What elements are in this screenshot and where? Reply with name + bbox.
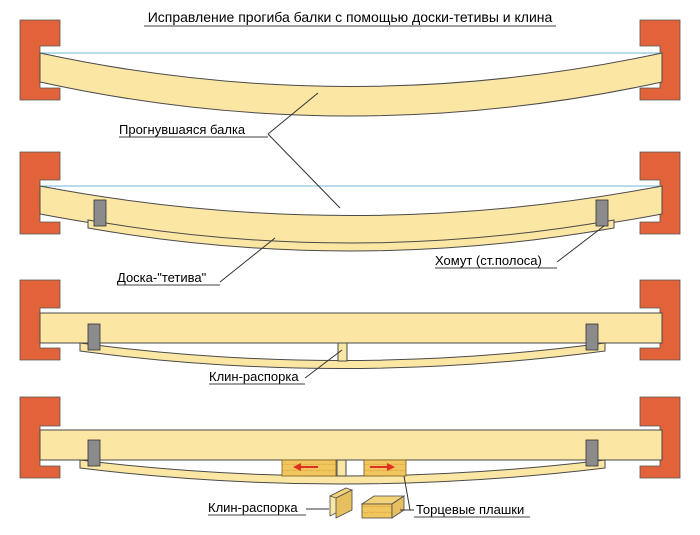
bent-beam <box>39 52 663 117</box>
clamp-right <box>595 199 609 227</box>
wedge-spacer <box>336 459 347 477</box>
label-string-board: Доска-"тетива" <box>117 270 207 285</box>
panel-2-string-board <box>19 151 681 252</box>
panel-1-bent-beam <box>19 19 681 117</box>
clamp-right <box>585 439 599 467</box>
leader-lines <box>219 92 605 511</box>
arrow-left-icon <box>293 463 318 471</box>
panel-4-end-plates <box>19 396 681 485</box>
diagram-title: Исправление прогиба балки с помощью доск… <box>148 9 553 25</box>
string-board <box>87 219 615 252</box>
string-board <box>79 459 606 485</box>
clamp-left <box>93 199 107 227</box>
clamp-right <box>585 323 599 351</box>
straightened-beam <box>39 429 663 461</box>
label-wedge-spacer: Клин-распорка <box>209 369 299 384</box>
straightened-beam <box>39 312 663 344</box>
label-end-plates: Торцевые плашки <box>416 502 524 517</box>
wedge-spacer <box>337 342 348 362</box>
panel-3-wedge-spacer <box>19 279 681 369</box>
string-board <box>79 342 606 369</box>
clamp-left <box>87 323 101 351</box>
loose-wedge-spacer <box>328 487 354 519</box>
arrow-right-icon <box>370 463 395 471</box>
label-wedge-spacer-loose: Клин-распорка <box>208 500 298 515</box>
loose-end-plate <box>360 495 406 519</box>
label-clamp: Хомут (ст.полоса) <box>435 253 542 268</box>
label-bent-beam: Прогнувшаяся балка <box>119 122 246 137</box>
clamp-left <box>87 439 101 467</box>
